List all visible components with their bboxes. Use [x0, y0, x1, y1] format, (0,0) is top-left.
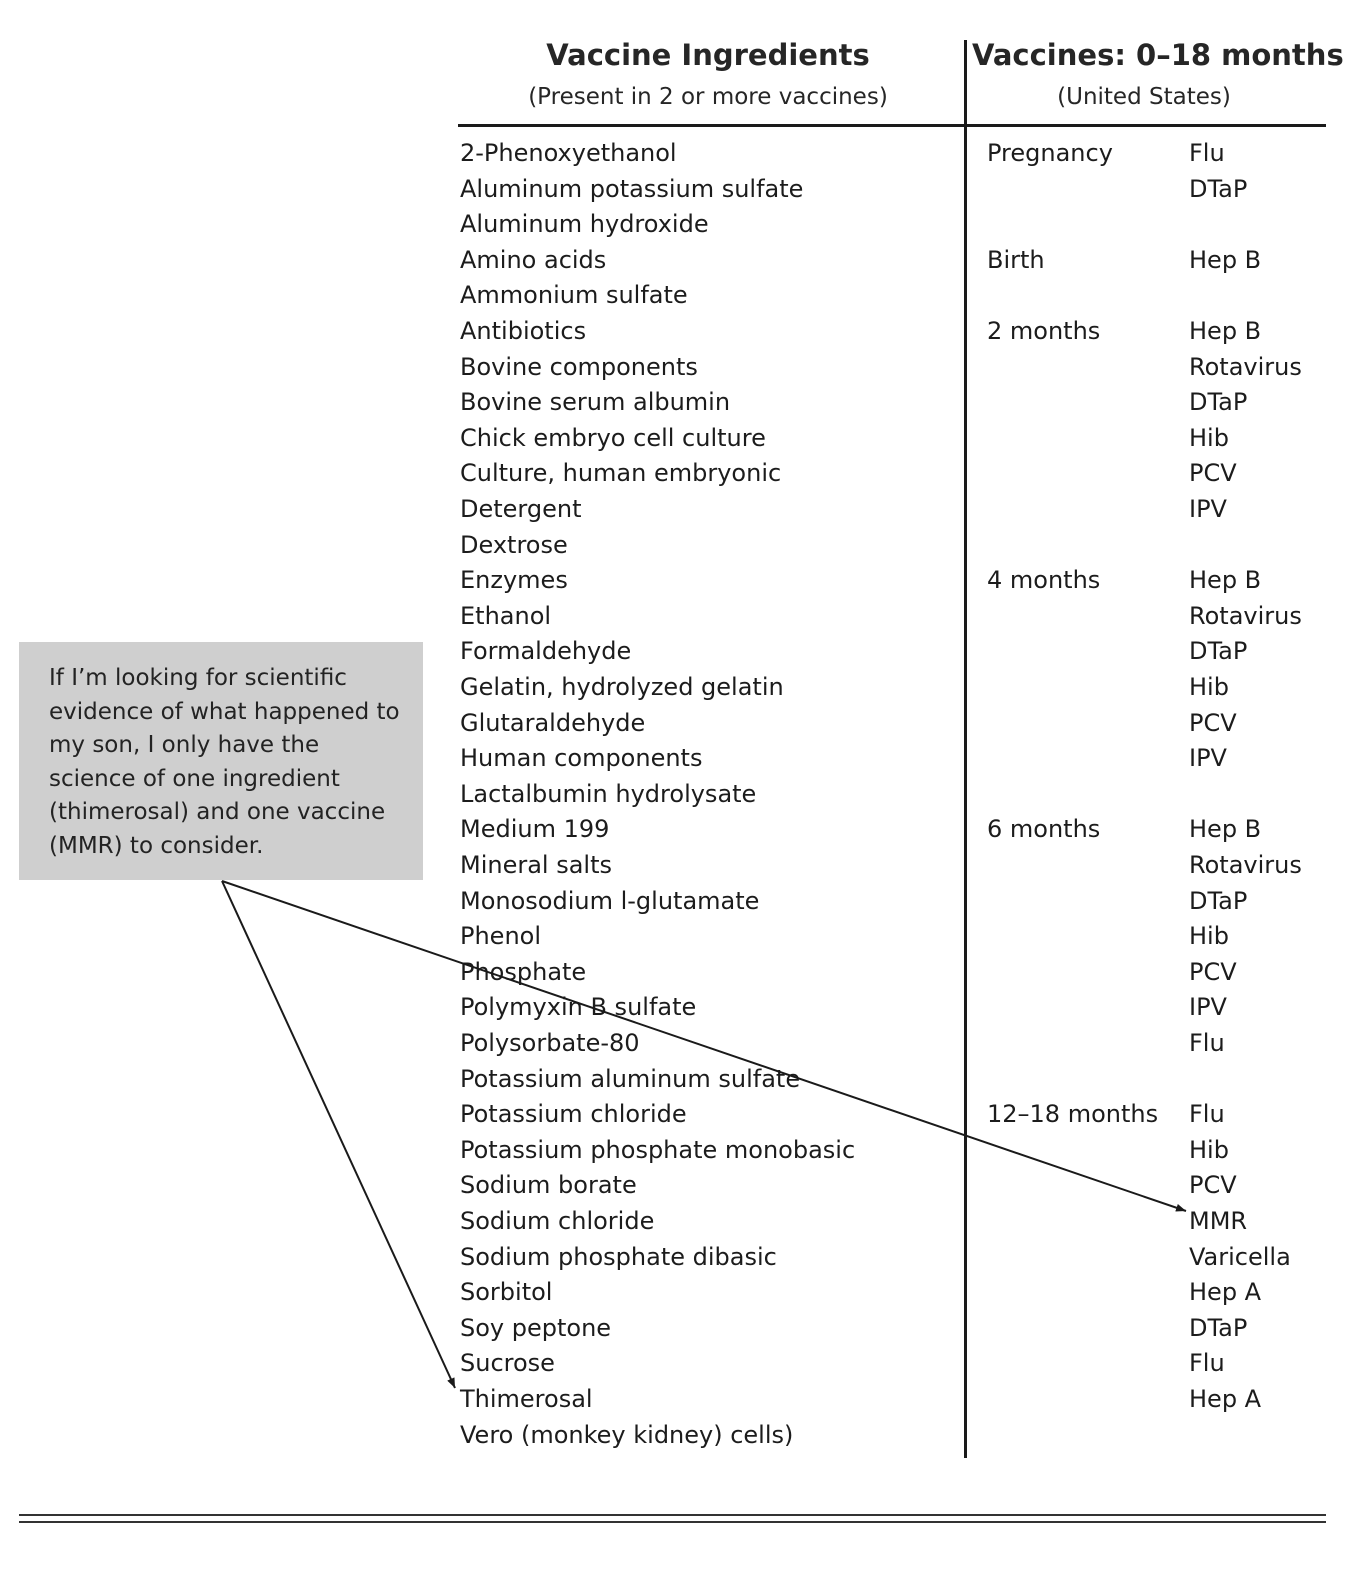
ingredient-item: Sodium chloride	[460, 1207, 655, 1235]
ingredient-item: Bovine serum albumin	[460, 388, 731, 417]
vaccine-item: Hib	[1189, 673, 1229, 701]
ingredient-item: Dextrose	[460, 530, 568, 559]
vaccine-item: Flu	[1189, 1349, 1225, 1378]
schedule-header-title: Vaccines: 0–18 months	[972, 38, 1344, 72]
ingredient-item: Formaldehyde	[460, 637, 632, 666]
ingredient-item: Aluminum potassium sulfate	[460, 174, 804, 203]
vaccine-item: PCV	[1189, 708, 1237, 737]
vaccine-item: DTaP	[1189, 174, 1248, 203]
schedule-header-subtitle: (United States)	[1057, 84, 1231, 110]
ingredient-item: Glutaraldehyde	[460, 708, 646, 737]
ingredient-item: Amino acids	[460, 245, 607, 274]
bottom-rule-top	[19, 1514, 1326, 1516]
ingredient-item: Vero (monkey kidney) cells)	[460, 1420, 794, 1449]
age-label: Pregnancy	[987, 139, 1113, 167]
vaccine-item: Hep B	[1189, 566, 1262, 595]
age-label: 6 months	[987, 815, 1101, 844]
vaccine-item: Hep B	[1189, 245, 1262, 274]
ingredient-item: Polysorbate-80	[460, 1029, 640, 1057]
ingredient-item: Potassium aluminum sulfate	[460, 1064, 801, 1093]
vaccine-item: Hep B	[1189, 317, 1262, 345]
ingredient-item: Ethanol	[460, 601, 552, 630]
vaccine-item: DTaP	[1189, 886, 1248, 915]
ingredient-item: Bovine components	[460, 352, 698, 381]
ingredient-item: Chick embryo cell culture	[460, 423, 766, 452]
vaccine-item: IPV	[1189, 744, 1227, 773]
callout-box: If I’m looking for scientific evidence o…	[19, 642, 423, 880]
ingredient-item: Sorbitol	[460, 1278, 553, 1307]
ingredient-item: 2-Phenoxyethanol	[460, 139, 677, 167]
vaccine-item: IPV	[1189, 495, 1227, 523]
ingredient-item: Phosphate	[460, 957, 587, 986]
ingredient-item: Enzymes	[460, 566, 568, 595]
ingredients-header-subtitle: (Present in 2 or more vaccines)	[528, 84, 888, 110]
header-rule	[458, 124, 1326, 127]
ingredient-item: Phenol	[460, 922, 542, 951]
ingredient-item: Antibiotics	[460, 317, 587, 345]
ingredient-item: Aluminum hydroxide	[460, 210, 709, 239]
column-divider	[964, 40, 967, 1458]
vaccine-item: Hib	[1189, 922, 1229, 951]
ingredient-item: Potassium phosphate monobasic	[460, 1135, 856, 1164]
vaccine-item: Rotavirus	[1189, 352, 1302, 381]
vaccine-item: Hep A	[1189, 1278, 1262, 1307]
vaccine-item: DTaP	[1189, 1313, 1248, 1342]
ingredient-item: Sodium borate	[460, 1171, 637, 1200]
ingredient-item: Human components	[460, 744, 703, 773]
age-label: Birth	[987, 245, 1045, 274]
ingredient-item: Thimerosal	[460, 1385, 593, 1413]
ingredient-item: Lactalbumin hydrolysate	[460, 779, 757, 808]
age-label: 2 months	[987, 317, 1101, 345]
vaccine-item: DTaP	[1189, 388, 1248, 417]
bottom-rule-bottom	[19, 1521, 1326, 1523]
vaccine-item: Flu	[1189, 1100, 1225, 1129]
vaccine-item: Rotavirus	[1189, 851, 1302, 879]
age-label: 4 months	[987, 566, 1101, 595]
ingredient-item: Sucrose	[460, 1349, 555, 1378]
ingredient-item: Gelatin, hydrolyzed gelatin	[460, 673, 784, 701]
ingredients-header-title: Vaccine Ingredients	[546, 38, 870, 72]
vaccine-item: Hep B	[1189, 815, 1262, 844]
ingredient-item: Potassium chloride	[460, 1100, 687, 1129]
vaccine-item: PCV	[1189, 459, 1237, 488]
vaccine-item: Rotavirus	[1189, 601, 1302, 630]
ingredient-item: Soy peptone	[460, 1313, 612, 1342]
ingredient-item: Sodium phosphate dibasic	[460, 1242, 777, 1271]
ingredient-item: Ammonium sulfate	[460, 281, 688, 310]
ingredient-item: Monosodium l-glutamate	[460, 886, 760, 915]
vaccine-item: DTaP	[1189, 637, 1248, 666]
vaccine-item: Hib	[1189, 423, 1229, 452]
vaccine-item: Hib	[1189, 1135, 1229, 1164]
vaccine-item: Hep A	[1189, 1385, 1262, 1413]
ingredient-item: Detergent	[460, 495, 582, 523]
vaccine-item: IPV	[1189, 993, 1227, 1022]
ingredient-item: Mineral salts	[460, 851, 613, 879]
ingredient-item: Medium 199	[460, 815, 610, 844]
vaccine-item: MMR	[1189, 1207, 1248, 1235]
ingredient-item: Polymyxin B sulfate	[460, 993, 697, 1022]
vaccine-item: Varicella	[1189, 1242, 1291, 1271]
arrow-to-thimerosal	[221, 880, 456, 1389]
arrow-to-mmr	[221, 880, 1187, 1212]
vaccine-item: PCV	[1189, 957, 1237, 986]
vaccine-item: Flu	[1189, 1029, 1225, 1057]
ingredient-item: Culture, human embryonic	[460, 459, 782, 488]
age-label: 12–18 months	[987, 1100, 1159, 1129]
callout-text: If I’m looking for scientific evidence o…	[49, 665, 400, 859]
vaccine-item: Flu	[1189, 139, 1225, 167]
vaccine-item: PCV	[1189, 1171, 1237, 1200]
